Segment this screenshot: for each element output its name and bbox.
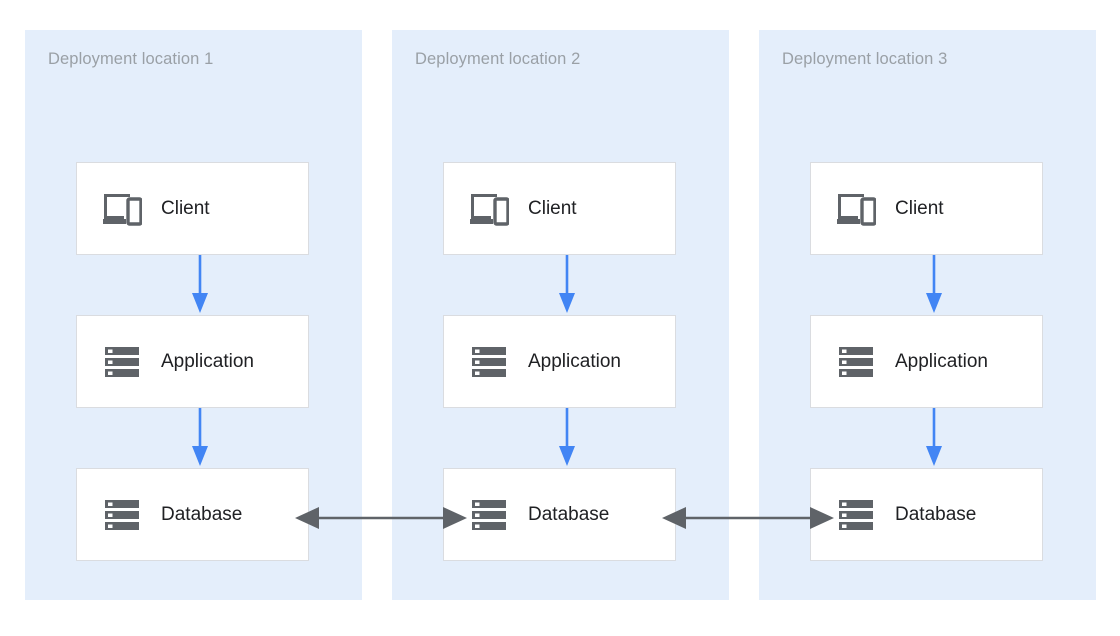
connector-database-1-to-database-2 [295, 500, 467, 536]
node-application-3[interactable]: Application [810, 315, 1043, 408]
node-label: Database [528, 503, 610, 525]
node-database-1[interactable]: Database [76, 468, 309, 561]
node-label: Client [895, 197, 944, 219]
devices-icon [835, 188, 877, 230]
connector-client-to-application-1 [188, 255, 212, 315]
panel-title-3: Deployment location 3 [782, 50, 948, 68]
connector-application-to-database-3 [922, 408, 946, 468]
node-client-3[interactable]: Client [810, 162, 1043, 255]
node-database-2[interactable]: Database [443, 468, 676, 561]
connector-client-to-application-3 [922, 255, 946, 315]
node-label: Client [161, 197, 210, 219]
devices-icon [101, 188, 143, 230]
server-stack-icon [101, 494, 143, 536]
node-client-2[interactable]: Client [443, 162, 676, 255]
node-label: Application [161, 350, 254, 372]
node-label: Application [528, 350, 621, 372]
connector-application-to-database-1 [188, 408, 212, 468]
server-stack-icon [468, 341, 510, 383]
deployment-location-panel-1: Deployment location 1 Client [25, 30, 362, 600]
node-client-1[interactable]: Client [76, 162, 309, 255]
server-stack-icon [468, 494, 510, 536]
node-label: Database [161, 503, 243, 525]
deployment-location-panel-2: Deployment location 2 Client [392, 30, 729, 600]
deployment-location-panel-3: Deployment location 3 Client [759, 30, 1096, 600]
server-stack-icon [101, 341, 143, 383]
panel-title-2: Deployment location 2 [415, 50, 581, 68]
server-stack-icon [835, 341, 877, 383]
connector-application-to-database-2 [555, 408, 579, 468]
node-application-2[interactable]: Application [443, 315, 676, 408]
node-application-1[interactable]: Application [76, 315, 309, 408]
node-database-3[interactable]: Database [810, 468, 1043, 561]
connector-database-2-to-database-3 [662, 500, 834, 536]
connector-client-to-application-2 [555, 255, 579, 315]
devices-icon [468, 188, 510, 230]
node-label: Client [528, 197, 577, 219]
server-stack-icon [835, 494, 877, 536]
node-label: Application [895, 350, 988, 372]
node-label: Database [895, 503, 977, 525]
panel-title-1: Deployment location 1 [48, 50, 214, 68]
